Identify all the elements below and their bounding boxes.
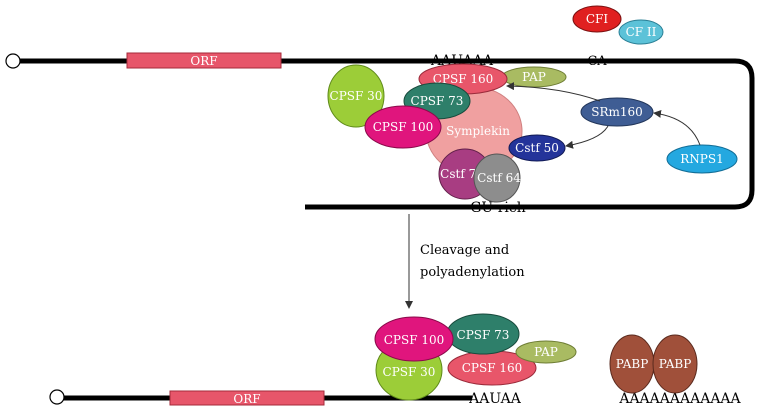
svg-text:PABP: PABP — [659, 357, 692, 371]
svg-text:PAP: PAP — [534, 345, 558, 359]
factor-pap-top: PAP — [501, 66, 567, 88]
svg-text:CPSF 30: CPSF 30 — [330, 89, 383, 103]
svg-text:CPSF 100: CPSF 100 — [384, 333, 445, 347]
factor-cfii: CF II — [618, 19, 664, 45]
factor-cpsf100-bottom: CPSF 100 — [374, 316, 454, 362]
svg-text:PAP: PAP — [522, 70, 546, 84]
factor-cfi: CFI — [572, 5, 622, 33]
svg-text:Cstf 77: Cstf 77 — [440, 167, 484, 181]
arrow-srm160-to-cpsf160 — [506, 82, 601, 102]
bottom-polya-tail: AAAAAAAAAAAA — [618, 391, 741, 407]
factor-cpsf160-top: CPSF 160 — [418, 63, 508, 95]
step-label-line1: Cleavage and — [420, 243, 509, 258]
factor-pabp-2: PABP — [652, 334, 698, 394]
factor-cpsf160-bottom: CPSF 160 — [447, 350, 537, 386]
bottom-polya-signal: AAUAA — [468, 391, 522, 407]
svg-text:PABP: PABP — [616, 357, 649, 371]
top-ca-label: CA — [587, 54, 607, 69]
factor-cpsf100-top: CPSF 100 — [364, 105, 442, 149]
top-orf-label: ORF — [190, 54, 217, 68]
bottom-orf-label: ORF — [233, 392, 260, 406]
top-mrna-strand — [20, 58, 755, 210]
svg-text:CFI: CFI — [586, 12, 609, 26]
factor-pap-bottom: PAP — [515, 340, 577, 364]
svg-text:CPSF 100: CPSF 100 — [373, 120, 434, 134]
arrow-rnps1-to-srm160 — [653, 110, 701, 146]
top-gu-rich-label: GU-rich — [470, 200, 526, 216]
factor-cpsf73-bottom: CPSF 73 — [446, 313, 520, 355]
bottom-panel: ORF AAUAA AAAAAAAAAAAA CPSF 30 CPSF 160 … — [49, 313, 742, 407]
svg-text:CPSF 73: CPSF 73 — [411, 94, 464, 108]
svg-text:CPSF 160: CPSF 160 — [433, 72, 494, 86]
factor-cstf50: Cstf 50 — [508, 134, 566, 162]
top-5prime-cap — [5, 53, 21, 69]
top-orf-box — [126, 52, 282, 69]
svg-text:Cstf 64: Cstf 64 — [477, 171, 521, 185]
factor-srm160: SRm160 — [580, 97, 654, 127]
svg-text:CPSF 160: CPSF 160 — [462, 361, 523, 375]
svg-text:RNPS1: RNPS1 — [680, 152, 723, 166]
factor-cstf64: Cstf 64 — [473, 153, 521, 203]
factor-cpsf30-top: CPSF 30 — [327, 64, 385, 128]
svg-text:Symplekin: Symplekin — [446, 124, 510, 138]
svg-text:CF II: CF II — [626, 25, 657, 39]
factor-pabp-1: PABP — [609, 334, 655, 394]
factor-rnps1: RNPS1 — [666, 144, 738, 174]
top-panel: ORF AAUAAA CA GU-rich CFI CF II Sympleki… — [5, 5, 755, 216]
svg-text:CPSF 30: CPSF 30 — [383, 365, 436, 379]
arrow-srm160-to-cstf50 — [565, 125, 609, 149]
step-label-line2: polyadenylation — [420, 265, 525, 280]
bottom-5prime-cap — [49, 389, 65, 405]
svg-text:SRm160: SRm160 — [591, 105, 643, 119]
svg-text:Cstf 50: Cstf 50 — [515, 141, 559, 155]
step-transition: Cleavage and polyadenylation — [405, 214, 525, 309]
bottom-orf-box — [169, 390, 325, 406]
svg-text:CPSF 73: CPSF 73 — [457, 328, 510, 342]
